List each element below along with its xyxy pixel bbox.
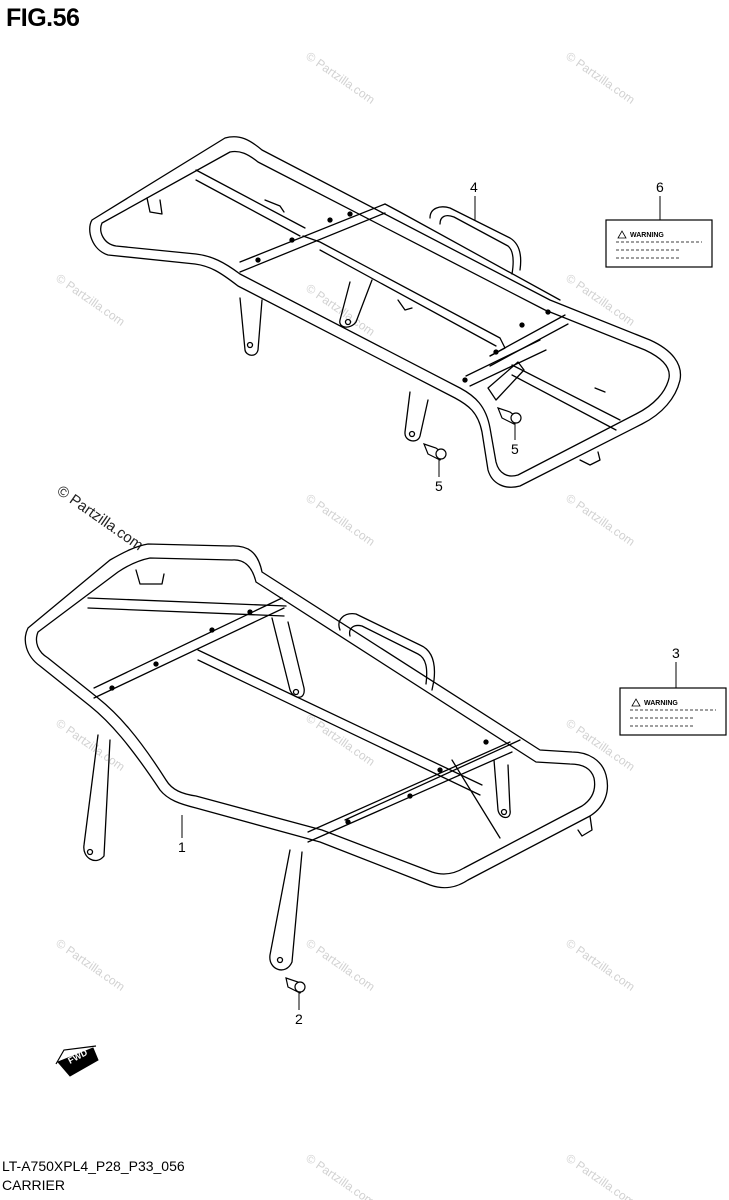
callout-5: 5 [435,478,443,494]
callout-1: 1 [178,839,186,855]
watermark: © Partzilla.com [303,491,377,549]
warning-label-text: WARNING [630,232,664,239]
rear-carrier [89,136,682,488]
callout-5: 5 [511,441,519,457]
diagram-name: CARRIER [2,1177,66,1193]
bolt-5-icon [496,407,522,425]
figure-title: FIG.56 [6,4,80,32]
bolt-5-icon [422,443,447,461]
fwd-arrow-icon: FWD [55,1045,99,1077]
watermark: © Partzilla.com [53,271,127,329]
callout-2: 2 [295,1011,303,1027]
watermark: © Partzilla.com [563,936,637,994]
watermark: © Partzilla.com [303,1151,377,1200]
warning-label-text: WARNING [644,700,678,707]
leader-lines [181,196,677,1010]
watermark: © Partzilla.com [53,716,127,774]
watermark: © Partzilla.com [563,1151,637,1200]
warning-label-3-icon: WARNING [619,687,727,736]
diagram-code: LT-A750XPL4_P28_P33_056 [2,1158,185,1174]
watermark-grid: © Partzilla.com © Partzilla.com © Partzi… [53,49,637,1200]
front-carrier [24,543,609,971]
warning-label-6-icon: WARNING [605,219,713,268]
callout-6: 6 [656,179,664,195]
watermark: © Partzilla.com [53,936,127,994]
watermark: © Partzilla.com [563,49,637,107]
watermark: © Partzilla.com [303,936,377,994]
watermark: © Partzilla.com [303,49,377,107]
callout-4: 4 [470,179,478,195]
watermark-main: © Partzilla.com [54,482,147,554]
watermark: © Partzilla.com [563,491,637,549]
watermark: © Partzilla.com [303,281,377,339]
bolt-2-icon [285,977,306,994]
callout-3: 3 [672,645,680,661]
